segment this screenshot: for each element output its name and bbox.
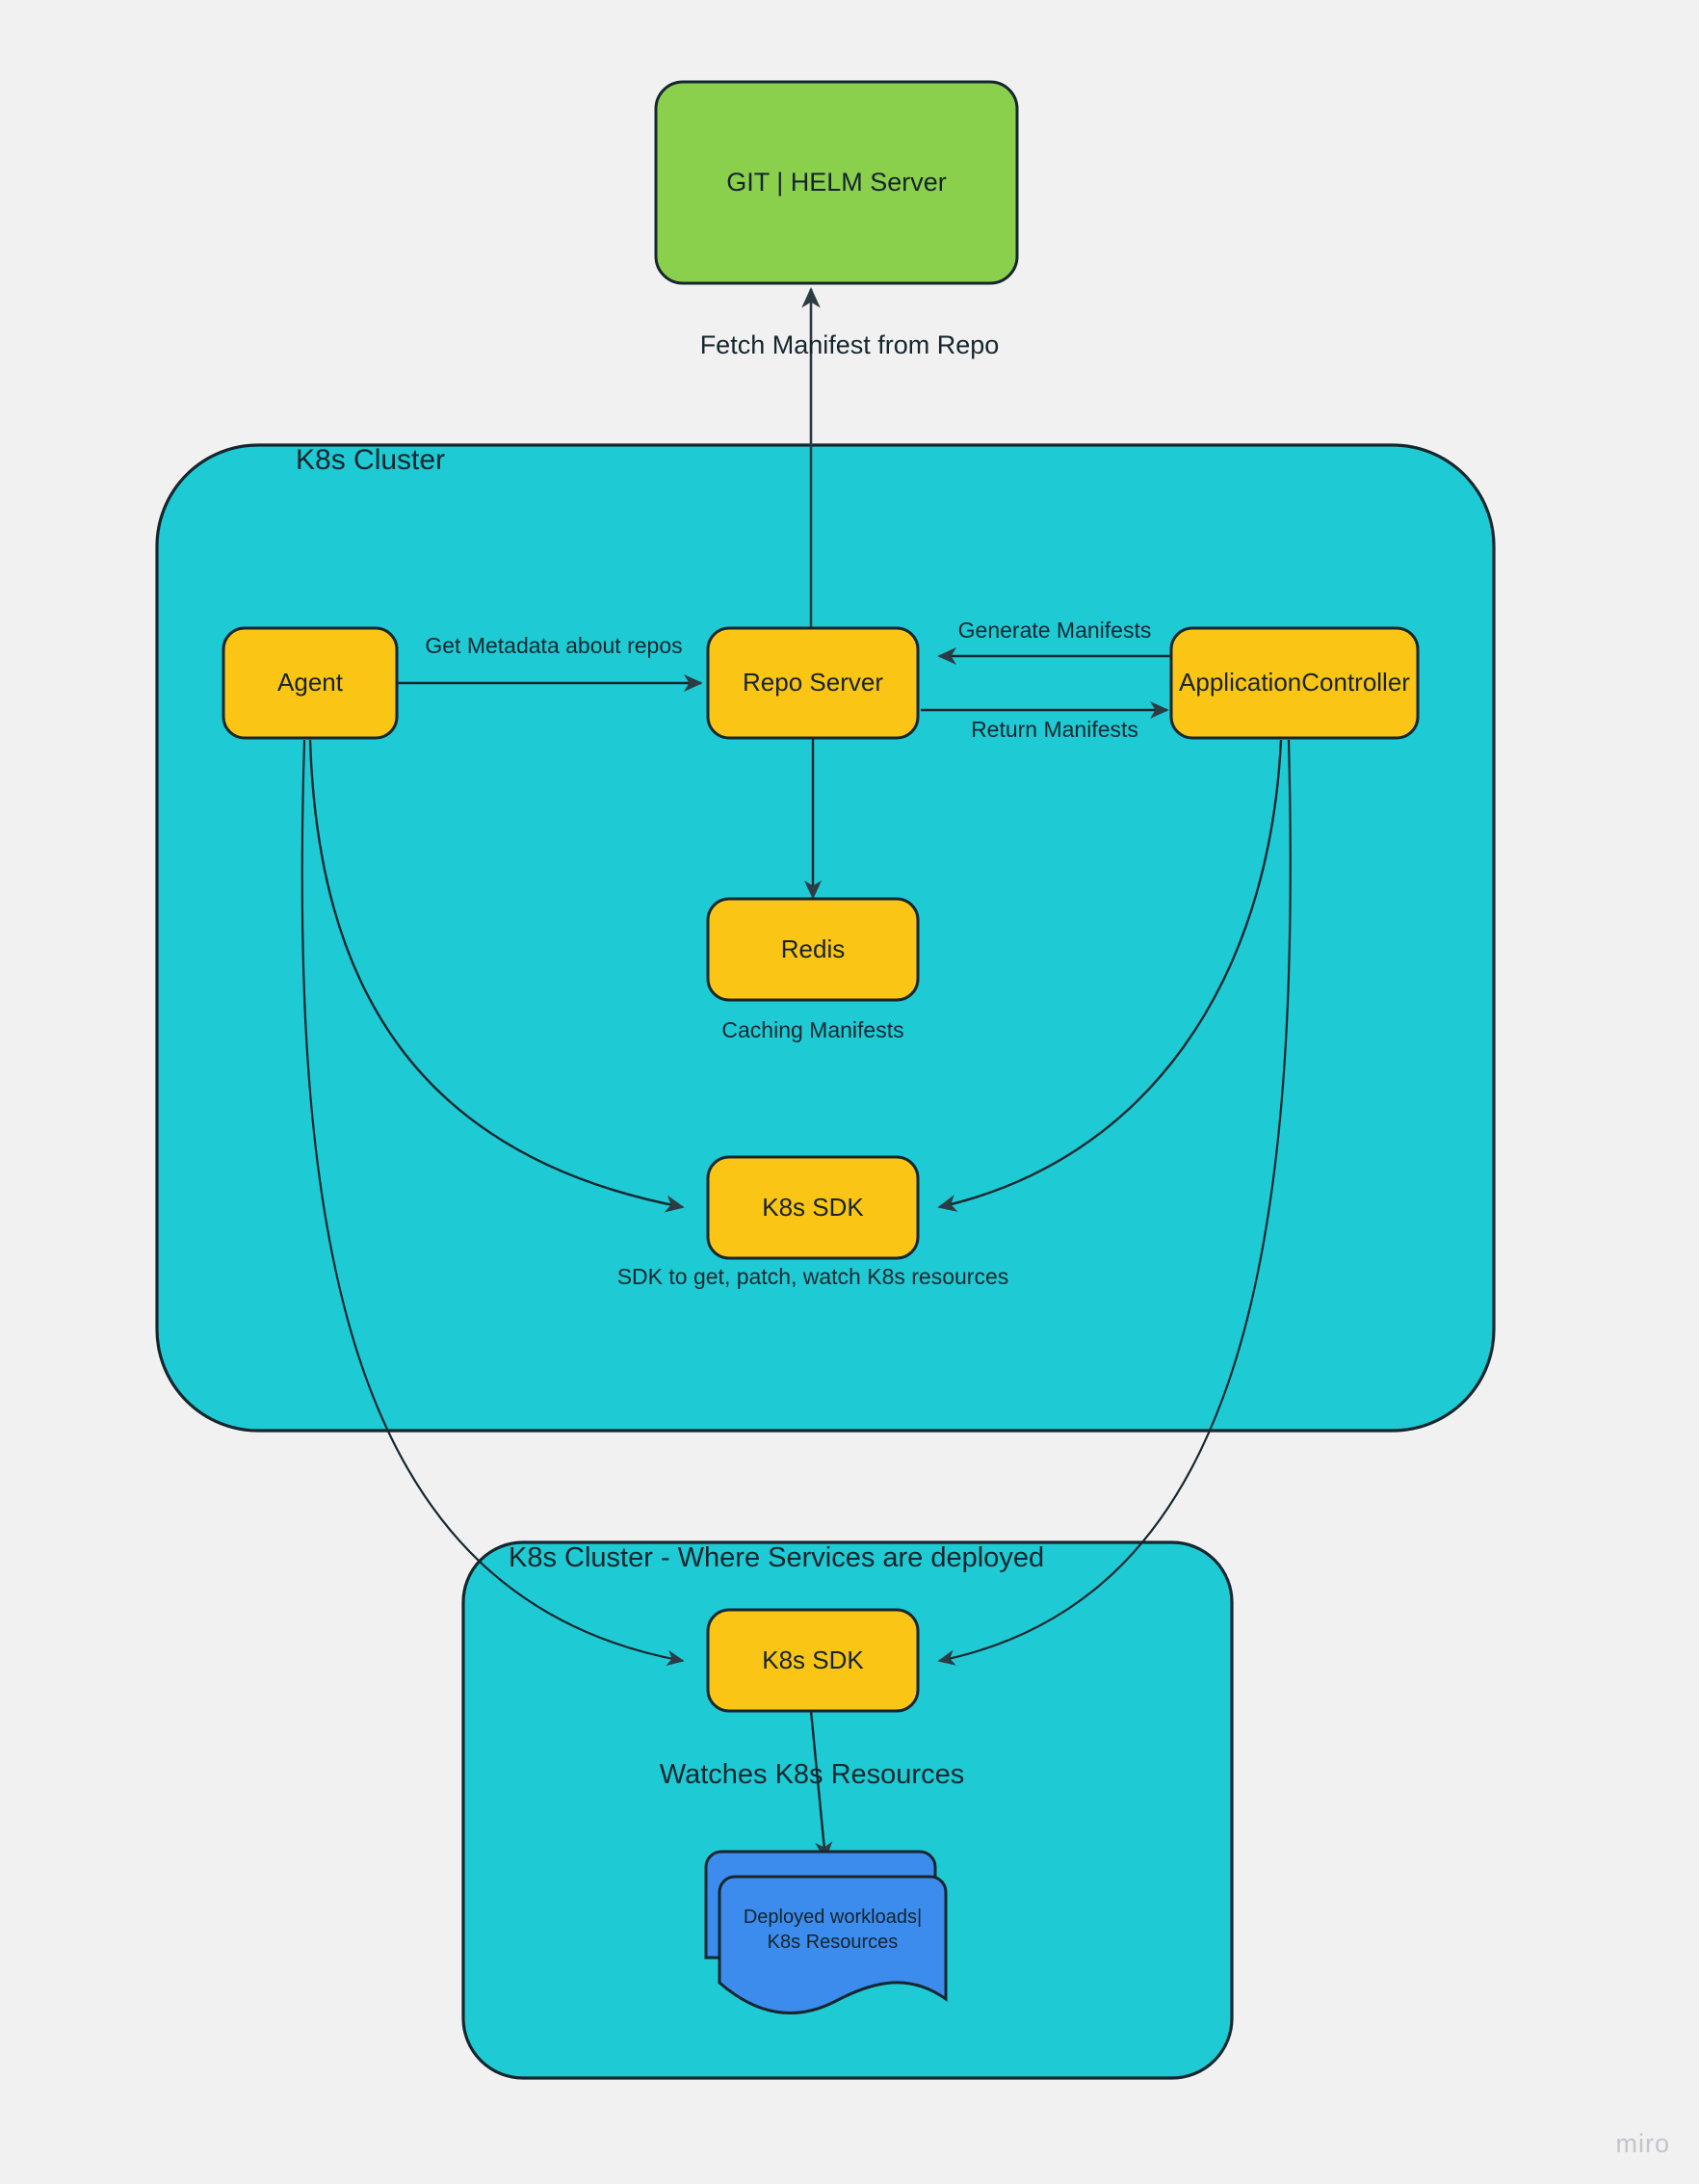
edge-label-get-metadata: Get Metadata about repos: [425, 633, 683, 658]
edge-agent-to-sdk-upper: [308, 739, 685, 1213]
edge-agent-to-sdk-lower: [301, 739, 685, 1667]
edge-label-fetch-manifest: Fetch Manifest from Repo: [699, 330, 1000, 359]
node-redis[interactable]: [708, 899, 918, 1000]
node-k8s-sdk-lower[interactable]: [708, 1610, 918, 1711]
node-git-helm-server[interactable]: [656, 82, 1017, 283]
edge-label-return-manifests: Return Manifests: [971, 717, 1138, 742]
edge-label-generate-manifests: Generate Manifests: [957, 618, 1152, 643]
cluster-title-k8s-cluster-services: K8s Cluster - Where Services are deploye…: [509, 1542, 1045, 1573]
edge-controller-to-sdk-upper: [937, 739, 1283, 1212]
node-deployed-workloads[interactable]: [706, 1852, 947, 2006]
cluster-title-k8s-cluster: K8s Cluster: [296, 444, 446, 476]
node-repo-server[interactable]: [708, 628, 918, 738]
edge-watches-resources: [809, 1710, 833, 1861]
node-agent[interactable]: [223, 628, 397, 738]
edge-controller-to-sdk-lower: [937, 739, 1292, 1666]
node-k8s-sdk-upper[interactable]: [708, 1157, 918, 1258]
miro-watermark: miro: [1615, 2129, 1670, 2158]
edge-label-watches-resources: Watches K8s Resources: [659, 1759, 965, 1790]
edge-label-sdk-note: SDK to get, patch, watch K8s resources: [616, 1264, 1009, 1289]
node-application-controller[interactable]: [1171, 628, 1418, 738]
edge-label-caching-manifests: Caching Manifests: [721, 1017, 904, 1042]
